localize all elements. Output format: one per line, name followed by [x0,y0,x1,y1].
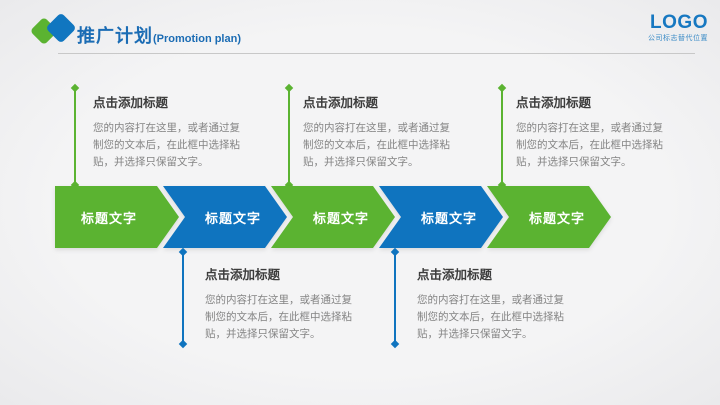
page-subtitle: (Promotion plan) [153,33,241,45]
bottom-connector-1 [182,252,184,344]
arrow-label: 标题文字 [80,210,137,226]
callout-title: 点击添加标题 [417,268,493,282]
timeline-band: 标题文字 标题文字 标题文字 标题文字 标题文字 [55,186,635,248]
top-connector-2 [288,88,290,185]
bottom-callout-2: 点击添加标题 您的内容打在这里，或者通过复制您的文本后，在此框中选择粘贴，并选择… [417,264,569,343]
callout-title: 点击添加标题 [516,96,592,110]
top-callout-1: 点击添加标题 您的内容打在这里，或者通过复制您的文本后，在此框中选择粘贴，并选择… [93,92,245,171]
top-connector-1 [74,88,76,185]
callout-title: 点击添加标题 [303,96,379,110]
arrow-label: 标题文字 [204,210,261,226]
company-logo-text: LOGO [650,12,708,33]
callout-body: 您的内容打在这里，或者通过复制您的文本后，在此框中选择粘贴，并选择只保留文字。 [205,294,352,340]
company-logo: LOGO 公司标志替代位置 [648,13,708,43]
arrow-label: 标题文字 [420,210,477,226]
bottom-connector-2 [394,252,396,344]
page-title: 推广计划(Promotion plan) [77,22,241,48]
top-callout-2: 点击添加标题 您的内容打在这里，或者通过复制您的文本后，在此框中选择粘贴，并选择… [303,92,455,171]
header-logo [28,10,78,52]
top-connector-3 [501,88,503,185]
callout-body: 您的内容打在这里，或者通过复制您的文本后，在此框中选择粘贴，并选择只保留文字。 [516,122,663,168]
timeline-arrow-5: 标题文字 [487,186,611,248]
timeline-arrow-1: 标题文字 [55,186,179,248]
page-title-text: 推广计划 [77,26,153,46]
company-logo-caption: 公司标志替代位置 [648,35,708,42]
arrow-label: 标题文字 [312,210,369,226]
callout-body: 您的内容打在这里，或者通过复制您的文本后，在此框中选择粘贴，并选择只保留文字。 [303,122,450,168]
header-divider [58,53,695,54]
top-callout-3: 点击添加标题 您的内容打在这里，或者通过复制您的文本后，在此框中选择粘贴，并选择… [516,92,668,171]
callout-title: 点击添加标题 [205,268,281,282]
timeline-arrow-2: 标题文字 [163,186,287,248]
bottom-callout-1: 点击添加标题 您的内容打在这里，或者通过复制您的文本后，在此框中选择粘贴，并选择… [205,264,357,343]
callout-body: 您的内容打在这里，或者通过复制您的文本后，在此框中选择粘贴，并选择只保留文字。 [93,122,240,168]
arrow-label: 标题文字 [528,210,585,226]
callout-body: 您的内容打在这里，或者通过复制您的文本后，在此框中选择粘贴，并选择只保留文字。 [417,294,564,340]
callout-title: 点击添加标题 [93,96,169,110]
timeline-arrow-4: 标题文字 [379,186,503,248]
timeline-arrow-3: 标题文字 [271,186,395,248]
